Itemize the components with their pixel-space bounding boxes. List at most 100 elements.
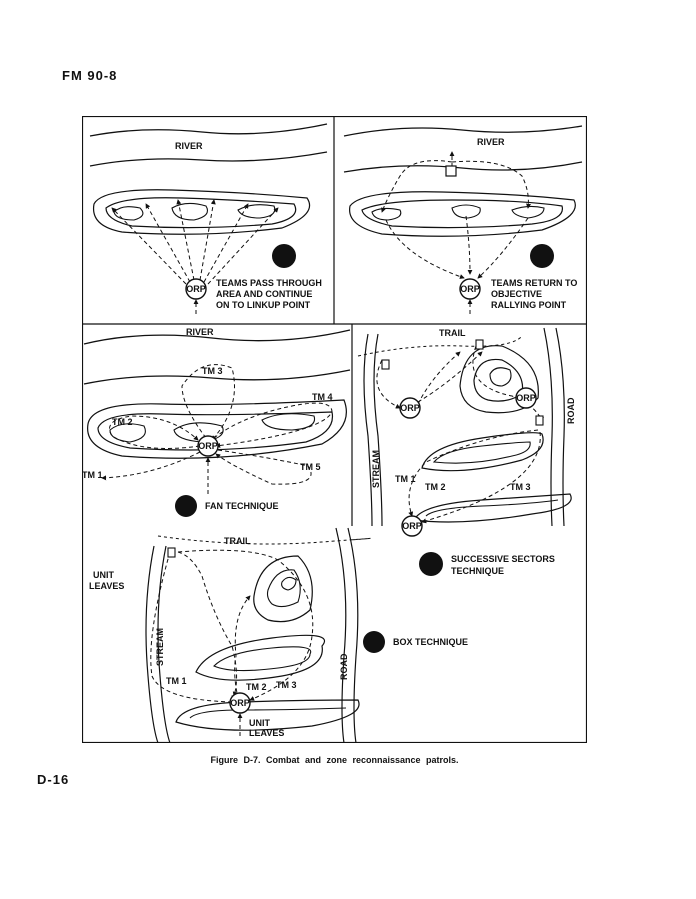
river-bank-south: [83, 369, 351, 385]
panel-successive: TRAIL STREAM ROAD ORP ORP: [357, 327, 576, 576]
road-label: ROAD: [566, 397, 576, 424]
orp-label-3: ORP: [402, 521, 422, 531]
trail-label: TRAIL: [439, 328, 466, 338]
hill-2: [171, 202, 209, 221]
panel-pass-through: RIVER ORP TEAMS PASS THROUGH AREA AND CO…: [89, 123, 328, 314]
note-line-2: AREA AND CONTINUE: [216, 289, 312, 299]
tm2-label: TM 2: [246, 682, 267, 692]
hill-3: [511, 205, 545, 219]
technique-line-2: TECHNIQUE: [451, 566, 504, 576]
objective-marker: [167, 547, 176, 558]
river-label: RIVER: [175, 141, 203, 151]
orp-circle-1: [399, 397, 421, 419]
objective-marker-2: [475, 339, 484, 350]
contour-outer: [92, 189, 311, 235]
tm1-label: TM 1: [82, 470, 103, 480]
objective-marker-1: [381, 359, 390, 370]
technique-label: FAN TECHNIQUE: [205, 501, 279, 511]
note-line-1: TEAMS PASS THROUGH: [216, 278, 322, 288]
trail-line: [157, 535, 371, 545]
contour-outer: [349, 191, 576, 237]
stream-label: STREAM: [155, 628, 165, 666]
unit-leaves-top-2: LEAVES: [89, 581, 124, 591]
river-bank-south: [343, 161, 583, 173]
stream-bank-west: [145, 545, 159, 743]
contour-outer: [87, 399, 347, 459]
orp-label-2: ORP: [516, 393, 536, 403]
tm5-label: TM 5: [300, 462, 321, 472]
hill-north-top: [281, 576, 297, 591]
technique-label: BOX TECHNIQUE: [393, 637, 468, 647]
orp-label-1: ORP: [400, 403, 420, 413]
ridge-south-inner: [425, 499, 559, 517]
hill-3: [261, 413, 316, 431]
unit-leaves-top-1: UNIT: [93, 570, 114, 580]
dot-marker: [419, 552, 443, 576]
river-bank-south: [89, 151, 328, 167]
note-line-2: OBJECTIVE: [491, 289, 542, 299]
unit-leaves-bottom-2: LEAVES: [249, 728, 284, 738]
orp-circle-2: [515, 387, 537, 409]
ridge-south-inner: [189, 707, 347, 719]
hill-mid-outer: [421, 432, 544, 472]
road-west: [543, 327, 553, 527]
stream-bank-east: [373, 333, 383, 527]
panel-return: RIVER ORP TEAMS RETURN TO OBJECTIVE RALL…: [343, 125, 583, 314]
unit-leaves-bottom-1: UNIT: [249, 718, 270, 728]
dot-marker: [175, 495, 197, 517]
figure-d7: RIVER ORP TEAMS PASS THROUGH AREA AND CO…: [82, 116, 587, 743]
orp-circle: [197, 435, 219, 457]
panel-box: TRAIL STREAM ROAD ORP UNIT LEAVES UNIT L…: [89, 527, 468, 743]
hill-north-mid: [266, 569, 301, 608]
orp-circle: [229, 692, 251, 714]
stream-bank-east: [157, 545, 171, 743]
tm1-label: TM 1: [395, 474, 416, 484]
note-line-3: ON TO LINKUP POINT: [216, 300, 311, 310]
ridge-south-outer: [175, 699, 360, 731]
tm4-label: TM 4: [312, 392, 333, 402]
page-number: D-16: [37, 772, 70, 787]
river-bank-north: [83, 329, 351, 345]
dot-marker: [530, 244, 554, 268]
road-label: ROAD: [339, 653, 349, 680]
road-east: [555, 327, 565, 527]
river-label: RIVER: [477, 137, 505, 147]
tm3-label: TM 3: [276, 680, 297, 690]
orp-label: ORP: [230, 698, 250, 708]
hill-2: [173, 422, 224, 443]
note-line-1: TEAMS RETURN TO: [491, 278, 577, 288]
tm3-label: TM 3: [510, 482, 531, 492]
tm3-label: TM 3: [202, 366, 223, 376]
road-west: [335, 527, 347, 743]
panel-fan: RIVER ORP TM 2 TM 3 TM 4 TM 5 TM 1 FAN T…: [82, 327, 351, 517]
figure-caption: Figure D-7. Combat and zone reconnaissan…: [210, 755, 459, 765]
hill-mid-outer: [195, 634, 325, 681]
hill-north-outer: [253, 555, 313, 623]
hill-2: [451, 204, 481, 219]
technique-line-1: SUCCESSIVE SECTORS: [451, 554, 555, 564]
hill-mid-inner: [213, 646, 312, 672]
orp-label: ORP: [460, 284, 480, 294]
tm2-label: TM 2: [112, 417, 133, 427]
hill-1: [113, 206, 144, 221]
orp-label: ORP: [198, 441, 218, 451]
trail-line: [357, 335, 523, 357]
tm2-label: TM 2: [425, 482, 446, 492]
hill-north-top: [489, 367, 512, 387]
road-east: [347, 527, 359, 743]
trail-label: TRAIL: [224, 536, 251, 546]
note-line-3: RALLYING POINT: [491, 300, 567, 310]
river-bank-north: [343, 125, 583, 137]
contour-mid: [105, 197, 297, 229]
orp-label: ORP: [186, 284, 206, 294]
stream-label: STREAM: [371, 450, 381, 488]
ridge-south-outer: [413, 493, 572, 523]
contour-mid: [361, 199, 564, 229]
hill-3: [237, 204, 276, 219]
dot-marker: [272, 244, 296, 268]
figure-drawing: RIVER ORP TEAMS PASS THROUGH AREA AND CO…: [82, 116, 587, 743]
river-label: RIVER: [186, 327, 214, 337]
contour-mid: [97, 411, 334, 451]
objective-marker: [445, 165, 457, 177]
manual-number: FM 90-8: [62, 68, 118, 83]
